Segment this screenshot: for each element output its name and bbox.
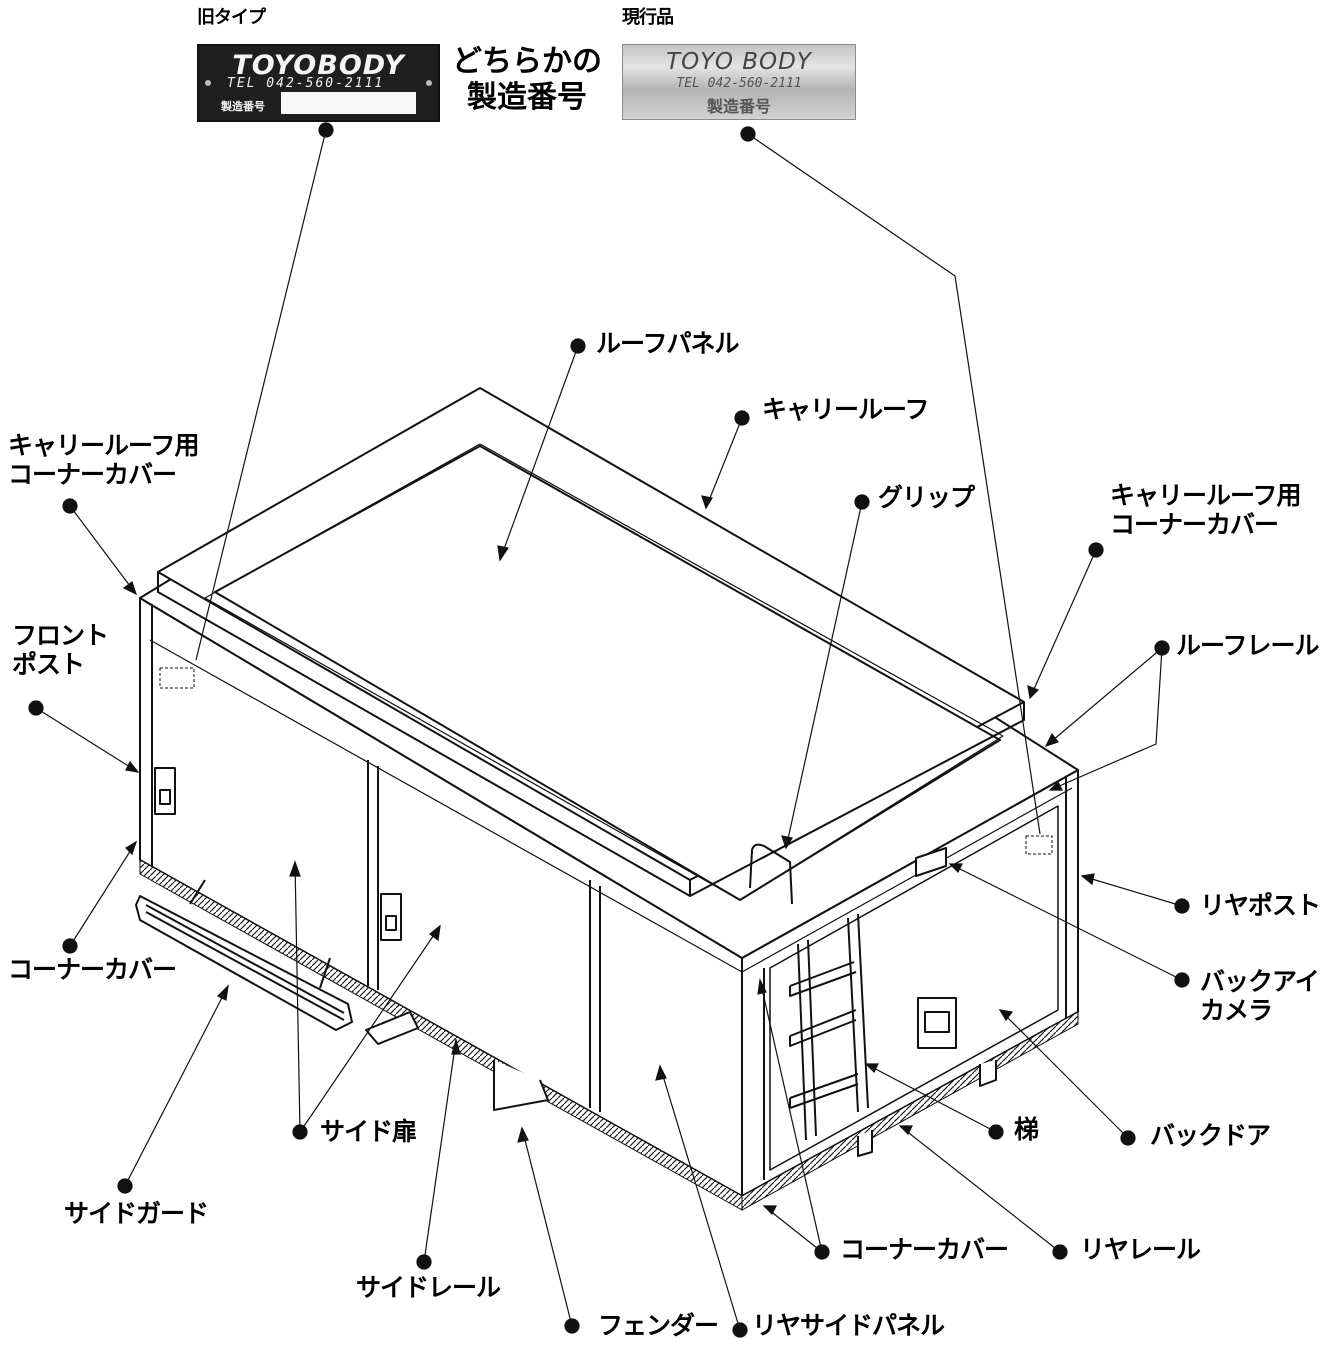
current-plate-serial-label: 製造番号 xyxy=(706,97,771,116)
label-side-guard: サイドガード xyxy=(64,1199,209,1228)
roof-panel xyxy=(214,445,1001,901)
dot-grip xyxy=(854,494,870,510)
either-serial-note-line2: 製造番号 xyxy=(467,80,587,115)
label-side-rail: サイドレール xyxy=(356,1273,501,1302)
dot-roof-panel xyxy=(570,338,586,354)
label-rear-post: リヤポスト xyxy=(1200,891,1321,920)
dot-fender xyxy=(564,1318,580,1334)
rear-post-left xyxy=(741,958,765,1196)
label-ladder: 梯 xyxy=(1014,1115,1039,1144)
label-corner-cover-right: キャリールーフ用 コーナーカバー xyxy=(1110,481,1302,540)
either-serial-note: どちらかの 製造番号 xyxy=(452,44,602,116)
leader-lines xyxy=(28,122,1190,1338)
label-rear-side-panel: リヤサイドパネル xyxy=(752,1311,945,1340)
label-grip: グリップ xyxy=(878,483,975,512)
back-eye-camera xyxy=(915,847,947,877)
old-plate-tel: TEL 042-560-2111 xyxy=(227,76,385,91)
rear-rail-bracket xyxy=(979,1060,997,1087)
label-side-door: サイド扉 xyxy=(320,1117,417,1146)
rear-post-right xyxy=(1065,770,1079,1020)
either-serial-note-line1: どちらかの xyxy=(452,44,602,79)
label-corner-cover-left: キャリールーフ用 コーナーカバー xyxy=(8,431,200,490)
dot-side-door xyxy=(292,1124,308,1140)
truck-body xyxy=(135,387,1079,1211)
old-nameplate: TOYOBODY TEL 042-560-2111 製造番号 xyxy=(197,44,440,122)
label-back-eye-camera: バックアイ カメラ xyxy=(1200,967,1320,1026)
fender-bracket xyxy=(365,1011,419,1045)
dot-carry-roof xyxy=(734,410,750,426)
label-corner-cover-left-line2: コーナーカバー xyxy=(8,459,177,489)
label-corner-cover-right-line1: キャリールーフ用 xyxy=(1110,481,1302,510)
dot-roof-rail xyxy=(1154,640,1170,656)
current-plate-tel: TEL 042-560-2111 xyxy=(676,76,802,91)
label-corner-cover-left-line1: キャリールーフ用 xyxy=(8,431,200,460)
label-back-door: バックドア xyxy=(1150,1121,1271,1150)
old-plate-brand: TOYOBODY xyxy=(232,50,405,81)
dot-rear-post xyxy=(1174,898,1190,914)
label-back-eye-line2: カメラ xyxy=(1200,995,1273,1025)
grip-shape xyxy=(749,843,793,905)
old-type-heading: 旧タイプ xyxy=(197,7,266,28)
dot-back-eye xyxy=(1174,972,1190,988)
dot-corner-cover-right xyxy=(1088,542,1104,558)
label-front-post: フロント ポスト xyxy=(12,621,109,680)
dot-front-post xyxy=(28,700,44,716)
label-corner-cover-right-line2: コーナーカバー xyxy=(1110,509,1279,539)
dot-corner-cover-lower-left xyxy=(62,938,78,954)
label-fender: フェンダー xyxy=(598,1311,719,1340)
ladder-shape xyxy=(789,913,869,1141)
dot-plate-current xyxy=(740,126,756,142)
current-plate-brand: TOYO BODY xyxy=(666,49,812,75)
current-nameplate: TOYO BODY TEL 042-560-2111 製造番号 xyxy=(622,44,856,120)
dot-corner-cover-left xyxy=(62,498,78,514)
dot-side-rail xyxy=(416,1254,432,1270)
label-front-post-line1: フロント xyxy=(12,621,109,650)
label-roof-rail: ルーフレール xyxy=(1176,631,1320,660)
label-front-post-line2: ポスト xyxy=(12,649,85,679)
label-corner-cover-bottom: コーナーカバー xyxy=(840,1235,1009,1264)
dot-rear-rail xyxy=(1052,1244,1068,1260)
dot-back-door xyxy=(1120,1130,1136,1146)
side-door-seam-2 xyxy=(589,880,601,1112)
dot-side-guard xyxy=(117,1178,133,1194)
side-door-seam-1 xyxy=(367,760,379,990)
rivet-icon xyxy=(426,80,432,86)
label-carry-roof: キャリールーフ xyxy=(762,395,930,424)
label-corner-cover-lower-left: コーナーカバー xyxy=(8,955,177,984)
old-plate-serial-label: 製造番号 xyxy=(221,100,265,113)
dot-ladder xyxy=(988,1124,1004,1140)
label-rear-rail: リヤレール xyxy=(1080,1235,1201,1264)
rivet-icon xyxy=(205,80,211,86)
dot-corner-cover-bottom xyxy=(814,1244,830,1260)
label-back-eye-line1: バックアイ xyxy=(1200,967,1320,996)
dot-plate-old xyxy=(318,122,334,138)
current-type-heading: 現行品 xyxy=(622,7,674,28)
front-post xyxy=(139,598,153,866)
old-plate-serial-box xyxy=(281,92,416,114)
dot-rear-side-panel xyxy=(732,1322,748,1338)
label-roof-panel: ルーフパネル xyxy=(596,329,740,358)
